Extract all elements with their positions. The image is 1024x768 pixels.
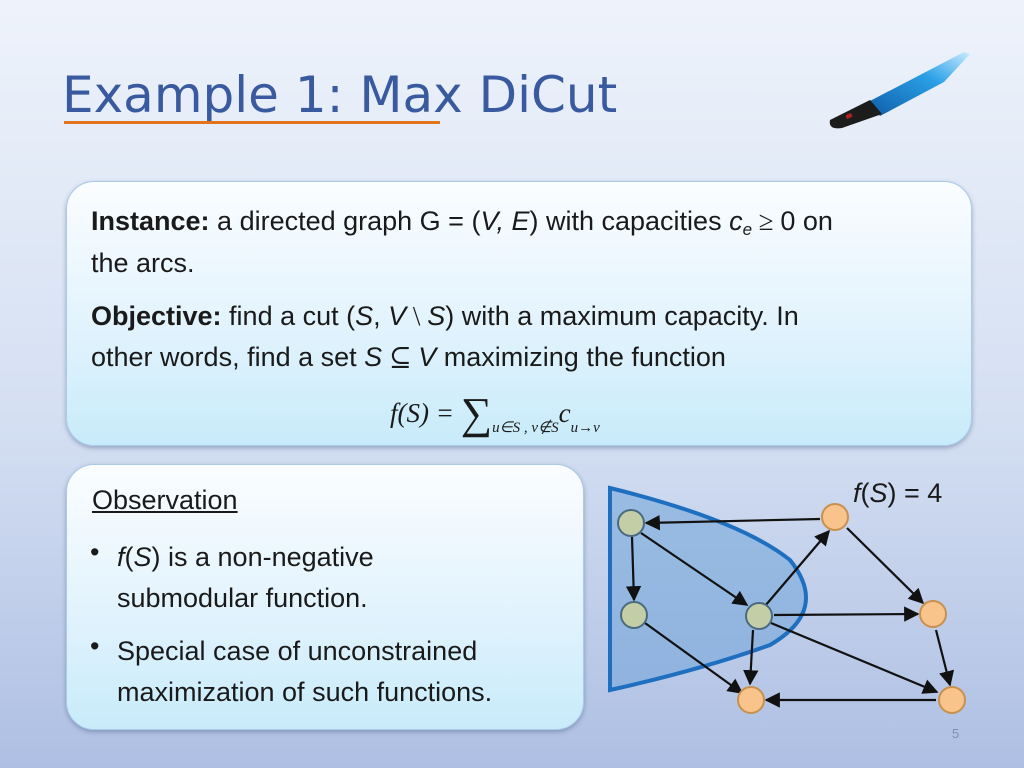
graph-node [938, 686, 966, 714]
edge [770, 621, 939, 694]
edge [934, 629, 955, 687]
bullet-2-line-2: maximization of such functions. [117, 677, 493, 707]
edge [625, 536, 642, 602]
bullet-1-line-1: f(S) is a non-negative [117, 542, 374, 572]
objective-formula: f(S) = ∑u∈S , v∉Scu→v [390, 389, 600, 438]
graph-node [617, 509, 645, 537]
edge [640, 532, 749, 606]
instance-line: Instance: a directed graph G = (V, E) wi… [91, 206, 833, 239]
cut-value-label: f(S) = 4 [853, 478, 943, 508]
edge [773, 606, 920, 622]
graph-node [745, 602, 773, 630]
slide-title: Example 1: Max DiCut [62, 66, 618, 124]
graph-node [919, 600, 947, 628]
instance-line-2: the arcs. [91, 248, 195, 278]
edge [743, 629, 759, 686]
objective-line: Objective: find a cut (S, V \ S) with a … [91, 301, 799, 331]
bullet-1-line-2: submodular function. [117, 583, 368, 613]
edge [644, 514, 821, 531]
instance-label: Instance: [91, 206, 210, 236]
bullet-2-symbol: • [90, 631, 100, 661]
graph-node [821, 503, 849, 531]
bullet-1-symbol: • [90, 537, 100, 567]
bullet-2-line-1: Special case of unconstrained [117, 636, 478, 666]
knife-icon [829, 52, 970, 129]
graph-node [620, 601, 648, 629]
edge [644, 622, 744, 694]
graph-node [737, 686, 765, 714]
set-s-region [608, 485, 808, 693]
page-number: 5 [952, 726, 960, 741]
definition-box [66, 181, 972, 446]
observation-title: Observation [92, 485, 238, 515]
objective-line-2: other words, find a set S ⊆ V maximizing… [91, 342, 726, 372]
title-underline [64, 121, 440, 124]
edge [846, 527, 925, 605]
objective-label: Objective: [91, 301, 222, 331]
observation-box [66, 464, 584, 730]
edge [764, 529, 830, 607]
graph-diagram [608, 485, 966, 714]
